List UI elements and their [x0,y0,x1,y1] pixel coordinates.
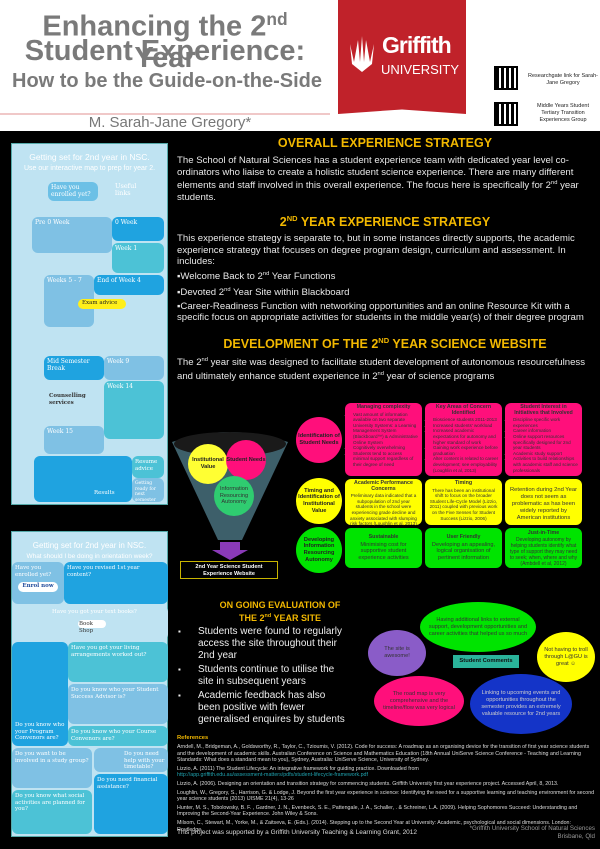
enrol-now-button[interactable]: Enrol now [18,582,58,592]
roadmap-item[interactable]: 0 Week [112,217,164,241]
orientation-item[interactable]: Do you know who your Course Convenors ar… [68,726,168,746]
orientation-item[interactable]: Do you know who your Student Success Adv… [68,684,168,724]
logo-name: Griffith [382,32,452,58]
roadmap-item[interactable]: Week 15 [44,426,104,454]
roadmap-item[interactable]: Week 9 [104,356,164,380]
funnel-circle-institutional-value: Institutional Value [188,444,228,484]
overall-body: The School of Natural Sciences has a stu… [177,155,579,203]
row-label-student-needs: Identification of Student Needs [296,417,342,463]
references-section: References Arndell, M., Bridgeman, A., G… [177,735,595,835]
second-year-body: This experience strategy is separate to,… [177,233,575,268]
roadmap-item[interactable]: Getting ready for next semester [132,478,164,503]
griffith-logo: Griffith UNIVERSITY [338,0,466,114]
roadmap-item[interactable]: Mid Semester Break [44,356,104,380]
orientation-item[interactable]: Do you know who your Program Convenors a… [12,642,68,746]
reference-item: Lizzio, A. (2011) The Student Lifecycle:… [177,765,419,779]
bullet-item: ▪Devoted 2nd Year Site within Blackboard [177,286,350,298]
poster-header: Enhancing the 2nd Year Student Experienc… [0,0,600,131]
roadmap-item[interactable]: Pre 0 Week [32,217,112,253]
roadmap-item[interactable]: Week 1 [112,243,164,273]
qr-label: Middle Years Student Tertiary Transition… [537,103,589,123]
panel-title: Getting set for 2nd year in NSC. [32,541,147,550]
book-shop-link[interactable]: Book Shop [78,620,106,634]
panel-title: Getting set for 2nd year in NSC. [29,152,150,162]
evaluation-bullet: Students continue to utilise the site in… [178,664,348,688]
comment-bubble: Linking to upcoming events and opportuni… [470,674,572,734]
poster-title-line1: Enhancing the 2nd Year [42,9,288,74]
evaluation-heading: ON GOING EVALUATION OF THE 2nd YEAR SITE [219,600,341,623]
roadmap-item[interactable]: Results [34,456,132,502]
roadmap-item[interactable]: Useful links [115,182,137,197]
student-comments-label: Student Comments [453,655,519,668]
row-label-institutional-value: Timing and Identification of Institution… [296,478,342,524]
second-year-bullets: ▪Welcome Back to 2nd Year Functions ▪Dev… [177,269,595,324]
orientation-item[interactable]: Do you need help with your timetable? [94,748,168,772]
overall-heading: OVERALL EXPERIENCE STRATEGY [277,136,493,150]
orientation-item[interactable]: Do you want to be involved in a study gr… [12,748,92,788]
development-heading: DEVELOPMENT OF THE 2ND YEAR SCIENCE WEBS… [223,336,547,352]
needs-box-interest: Student Interest in Initiatives that Inv… [505,403,582,476]
qr-code-group[interactable] [494,102,518,126]
comment-bubble: The site is awesome! [368,630,426,676]
funnel-circle-autonomy: Information Resourcing Autonomy [214,476,254,516]
roadmap-item[interactable]: Resume advice [132,456,164,478]
orientation-item[interactable]: Have you revised 1st year content? [64,562,168,604]
logo-sub: UNIVERSITY [381,62,460,77]
reference-item: Loughlin, W., Gregory, S., Harrison, G. … [177,789,595,803]
reference-item: Milsom, C., Stewart, M., Yorke, M., & Za… [177,819,571,833]
reference-link[interactable]: http://app.griffith.edu.au/assessment-ma… [177,772,368,779]
website-output-box: 2nd Year Science Student Experience Webs… [180,561,278,579]
reference-item: Hunter, M. S., Tobolowsky, B. F. , Gardn… [177,804,578,818]
logo-flame-icon [350,36,374,72]
poster-title-line2: Student Experience: [24,35,306,67]
funnel-circle-student-needs: Student Needs [226,440,266,480]
infographic-orientation: Getting set for 2nd year in NSC. What sh… [11,531,168,837]
orientation-item[interactable]: Have you got your living arrangements wo… [68,642,168,682]
affiliation: *Griffith University School of Natural S… [469,825,595,840]
poster-subtitle: How to be the Guide-on-the-Side [12,70,322,92]
bullet-item: ▪Welcome Back to 2nd Year Functions [177,271,336,283]
roadmap-item[interactable]: Counselling services [49,393,86,406]
grant-note: This project was supported by a Griffith… [177,829,418,836]
exam-advice-link[interactable]: Exam advice [78,299,126,309]
bullet-item: ▪Career-Readiness Function with networki… [177,300,584,324]
roadmap-item[interactable]: End of Week 4 [94,275,164,295]
roadmap-item[interactable]: Have you enrolled yet? [48,182,98,201]
evaluation-bullet: Academic feedback has also been positive… [178,690,348,726]
reference-item: Arndell, M., Bridgeman, A., Goldsworthy,… [177,744,590,764]
value-box-retention: Retention during 2nd Year does not seem … [505,479,582,525]
comment-bubble: Having additional links to external supp… [420,602,536,652]
references-heading: References [177,735,209,741]
evaluation-bullet: Students were found to regularly access … [178,626,348,662]
development-body: The 2nd year site was designed to facili… [177,357,585,382]
qr-label: Researchgate link for Sarah-Jane Gregory [528,73,599,86]
second-year-heading: 2ND YEAR EXPERIENCE STRATEGY [279,214,491,230]
panel-subtitle: Use our interactive map to prep for year… [23,165,156,172]
needs-box-complexity: Managing complexityVast amount of inform… [345,403,422,476]
comment-bubble: The road map is very comprehensive and t… [374,676,464,726]
panel-subtitle: What should I be doing in orientation we… [26,553,153,560]
orientation-item[interactable]: Do you know what social activities are p… [12,790,92,834]
needs-box-concerns: Key Areas of Concern IdentifiedBioscienc… [425,403,502,476]
row-label-autonomy: Developing Information Resourcing Autono… [296,527,342,573]
reference-item: Lizzio, A. (2006). Designing an orientat… [177,780,559,787]
orientation-item[interactable]: Do you need financial assistance? [94,774,168,834]
roadmap-item[interactable]: Week 14 [104,381,164,439]
comment-bubble: Not having to troll through L@GU is grea… [537,632,595,682]
qr-code-researchgate[interactable] [494,66,518,90]
author: M. Sarah-Jane Gregory* [88,114,252,131]
divider [0,113,330,115]
infographic-roadmap: Getting set for 2nd year in NSC. Use our… [11,143,168,505]
